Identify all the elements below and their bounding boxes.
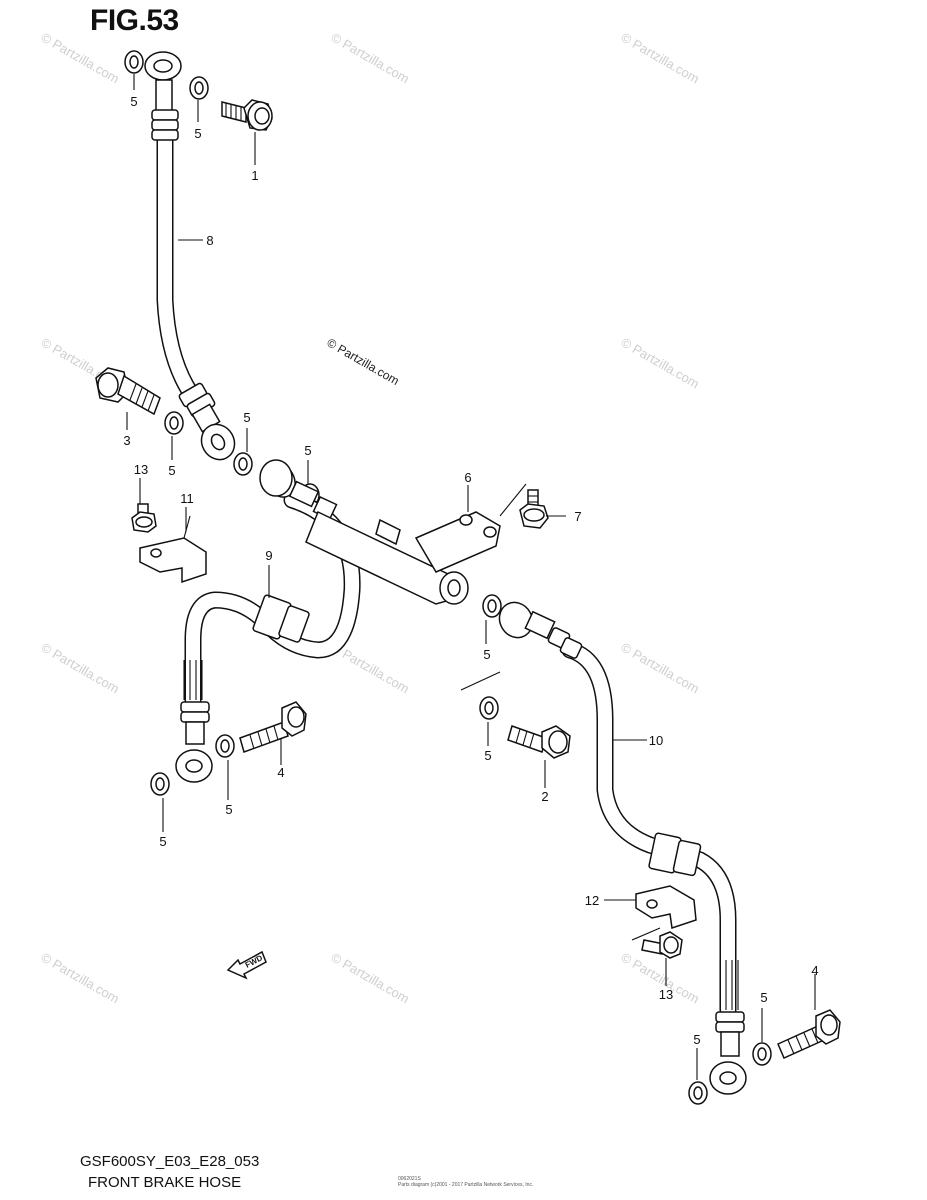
washer — [752, 1042, 772, 1066]
hose-clamp-12 — [635, 885, 697, 929]
union-bolt-2 — [507, 725, 571, 759]
union-bolt-3 — [95, 367, 161, 416]
callout-11: 11 — [180, 491, 194, 506]
watermark-center: © Partzilla.com — [325, 335, 402, 388]
copyright-note: 0062021S Parts diagram (c)2001 - 2017 Pa… — [398, 1176, 534, 1188]
diagram-caption: FRONT BRAKE HOSE — [88, 1174, 242, 1191]
callout-5: 5 — [760, 990, 767, 1005]
callout-5: 5 — [168, 463, 175, 478]
washer — [124, 50, 144, 74]
bolt-13 — [131, 503, 157, 533]
union-bolt-4 — [777, 1009, 841, 1059]
callout-4: 4 — [811, 963, 818, 978]
washer — [479, 696, 499, 720]
callout-10: 10 — [649, 733, 663, 748]
brake-hose-9 — [175, 462, 361, 783]
callout-5: 5 — [159, 834, 166, 849]
callouts: 1 8 5 5 5 3 5 13 11 5 5 9 6 7 5 5 5 10 4… — [123, 94, 818, 1047]
bolt-7 — [519, 489, 549, 529]
callout-3: 3 — [123, 433, 130, 448]
brake-hose-8 — [144, 51, 236, 461]
model-code: GSF600SY_E03_E28_053 — [80, 1153, 260, 1170]
callout-7: 7 — [574, 509, 581, 524]
callout-8: 8 — [206, 233, 213, 248]
bolt-13 — [641, 931, 683, 959]
watermark: © Partzilla.com — [619, 335, 702, 392]
washer — [688, 1081, 708, 1105]
callout-13: 13 — [134, 462, 148, 477]
watermark: © Partzilla.com — [619, 640, 702, 697]
brake-hose-10 — [498, 601, 747, 1095]
figure-title: FIG.53 — [90, 4, 179, 37]
callout-5: 5 — [130, 94, 137, 109]
union-bolt-4 — [239, 701, 307, 753]
callout-5: 5 — [194, 126, 201, 141]
washer — [150, 772, 170, 796]
callout-5: 5 — [304, 443, 311, 458]
washer — [482, 594, 502, 618]
callout-2: 2 — [541, 789, 548, 804]
washer — [189, 76, 209, 100]
three-way-joint — [259, 459, 501, 605]
callout-12: 12 — [585, 893, 599, 908]
callout-5: 5 — [483, 647, 490, 662]
watermark: © Partzilla.com — [39, 640, 122, 697]
callout-5: 5 — [693, 1032, 700, 1047]
callout-5: 5 — [243, 410, 250, 425]
callout-4: 4 — [277, 765, 284, 780]
watermark: © Partzilla.com — [329, 950, 412, 1007]
callout-13: 13 — [659, 987, 673, 1002]
washer — [215, 734, 235, 758]
callout-5: 5 — [225, 802, 232, 817]
hose-clamp-11 — [139, 515, 207, 584]
callout-1: 1 — [251, 168, 258, 183]
union-bolt-1 — [221, 99, 273, 131]
forward-arrow-icon: FWD — [226, 950, 267, 980]
callout-9: 9 — [265, 548, 272, 563]
leader-lines — [126, 74, 816, 1080]
washer — [233, 452, 253, 476]
watermark: © Partzilla.com — [39, 30, 122, 87]
watermark: © Partzilla.com — [329, 30, 412, 87]
washer — [164, 411, 184, 435]
watermark: © Partzilla.com — [619, 30, 702, 87]
callout-6: 6 — [464, 470, 471, 485]
callout-5: 5 — [484, 748, 491, 763]
watermark: © Partzilla.com — [39, 950, 122, 1007]
